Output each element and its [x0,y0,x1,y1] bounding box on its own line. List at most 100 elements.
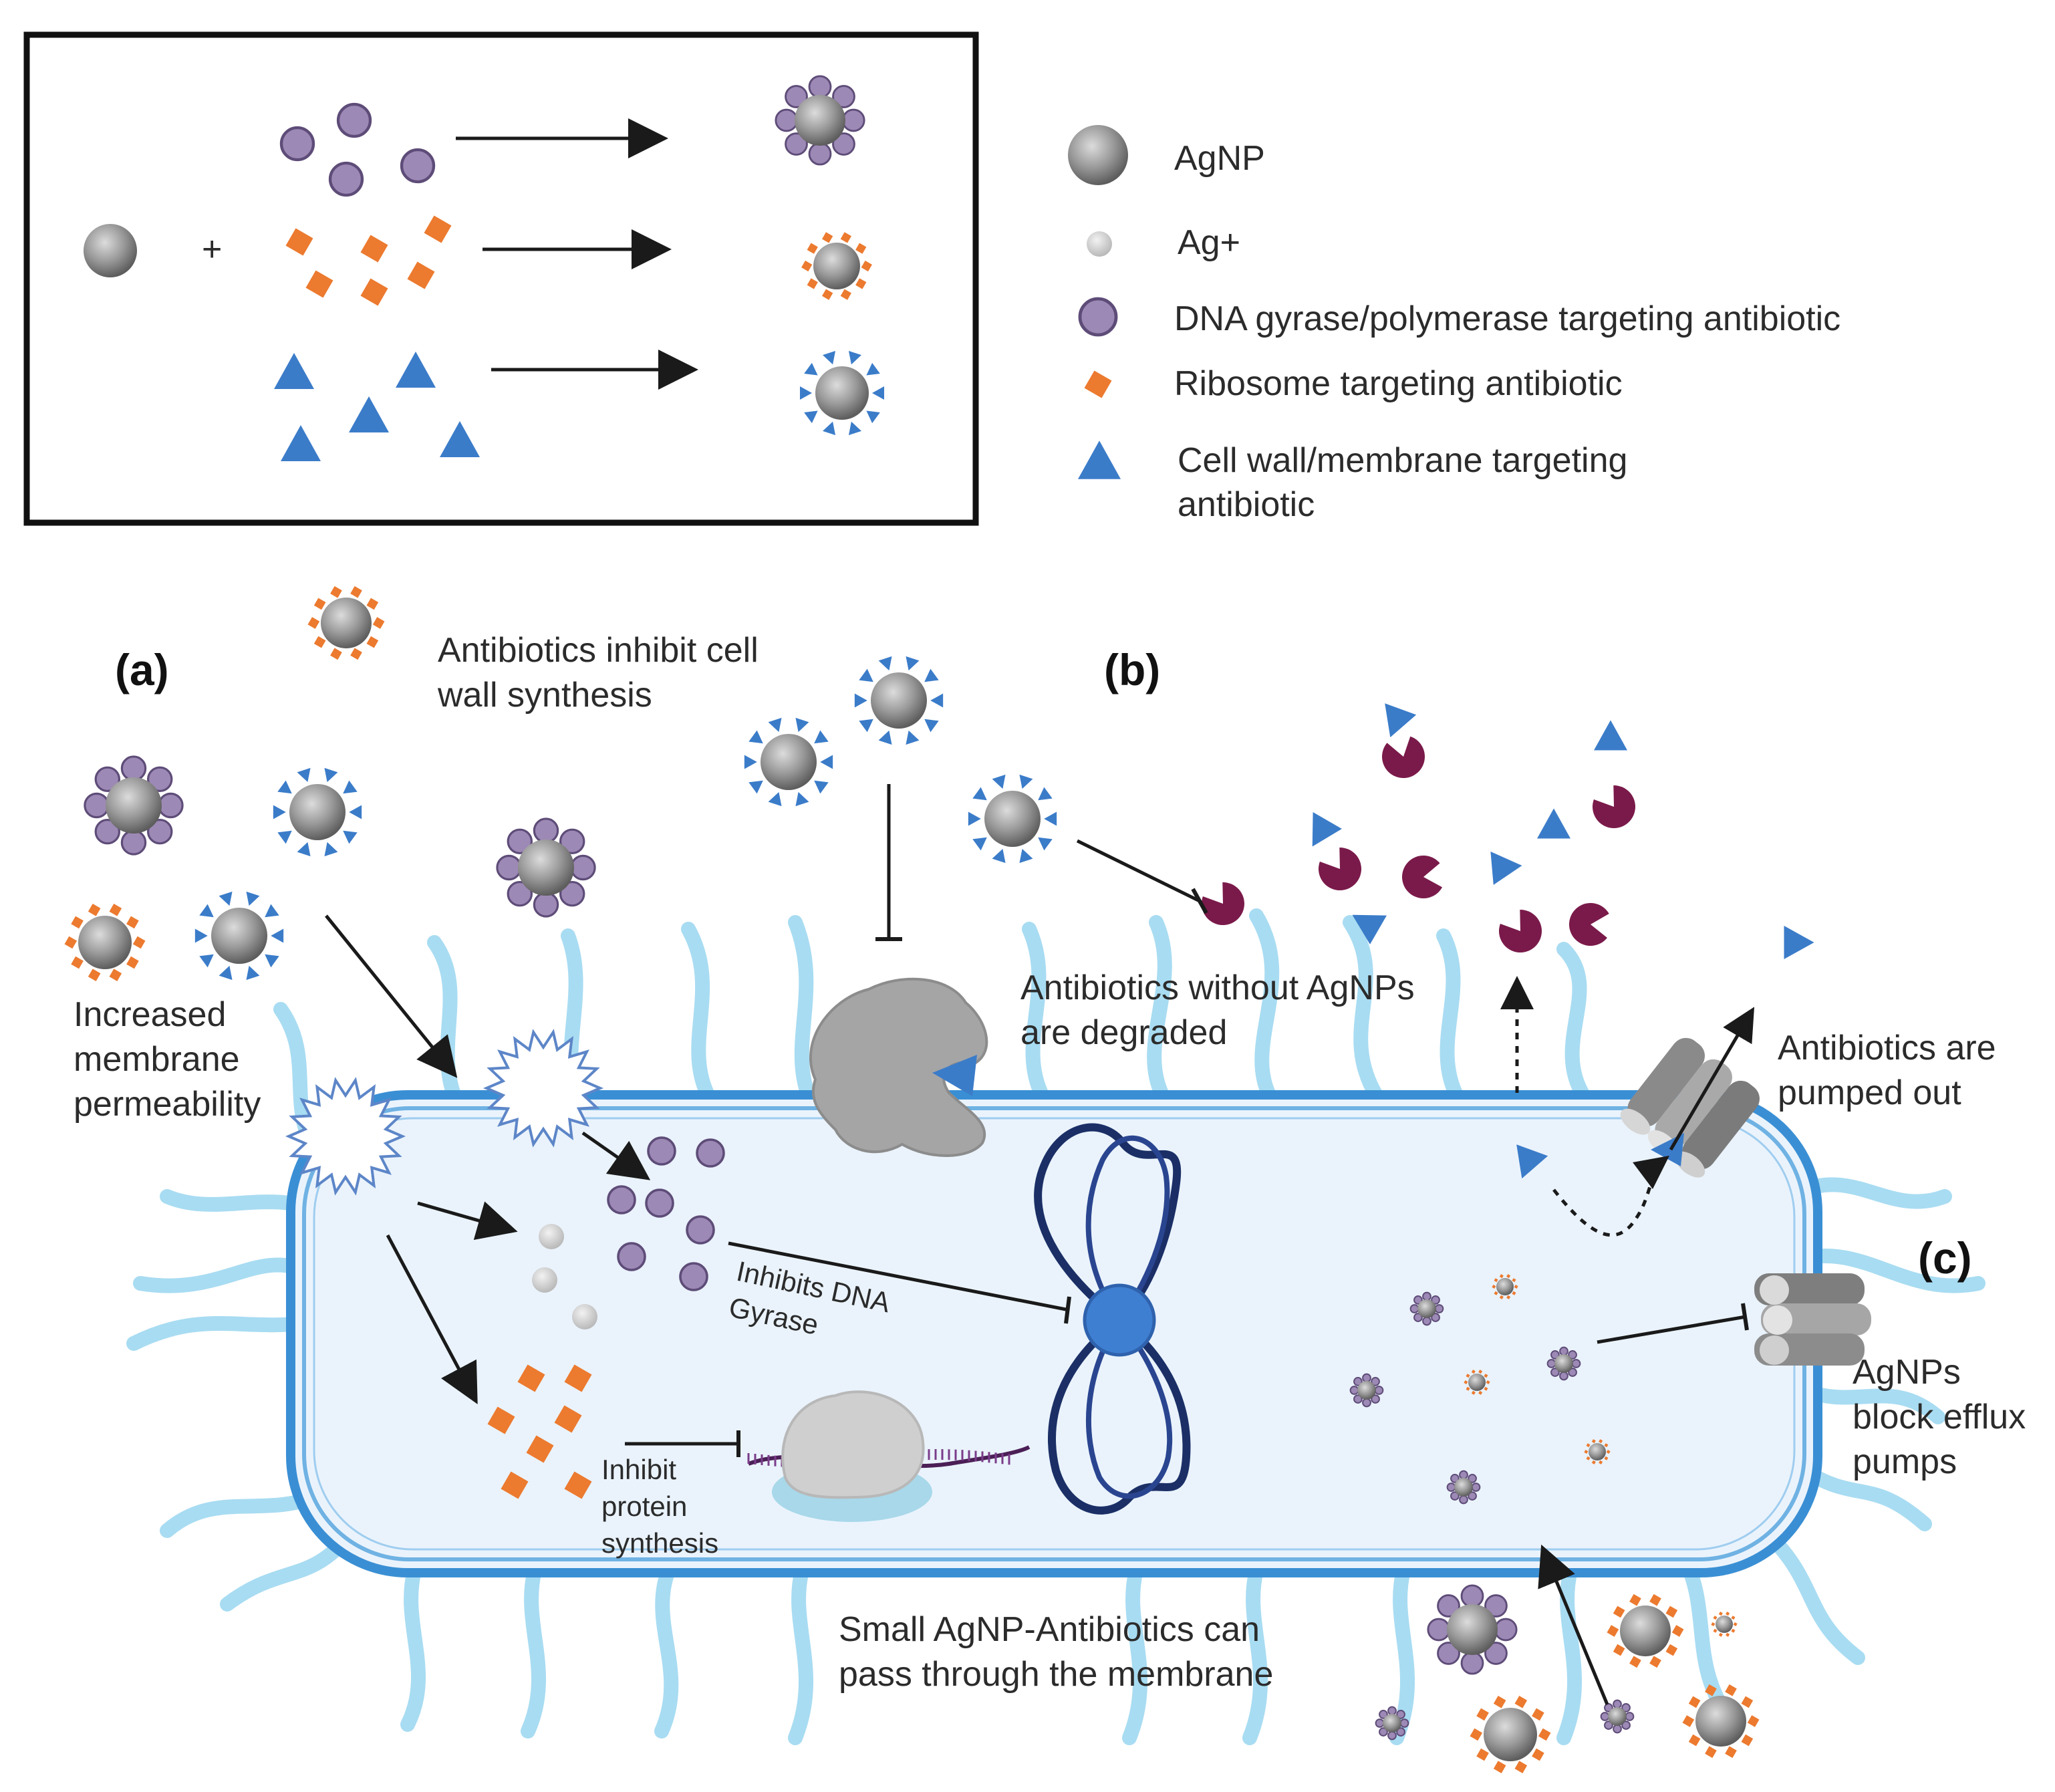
membrane-damage-bursts [285,1029,604,1196]
conjugated-dna-antibiotic [158,792,184,819]
legend-ribosome-antibiotic-icon [1084,370,1112,398]
agnp-ribosome-conjugate [1695,1696,1746,1747]
conjugated-ribosome-antibiotic [88,969,101,981]
conjugated-ribosome-antibiotic [822,232,833,243]
small-agnp-ribosome-conjugate [1589,1443,1606,1460]
legend-dna-antibiotic-icon [1078,297,1118,337]
conjugated-cellwall-antibiotic [878,730,892,745]
conjugated-ribosome-antibiotic [855,278,867,289]
cell-membrane [286,1090,1822,1577]
arrow-to-ag-ions [417,1201,518,1241]
conjugated-dna-antibiotic [1396,1727,1405,1737]
ribosome-antibiotic [564,1471,592,1499]
legend: AgNP Ag+ DNA gyrase/polymerase targeting… [1068,125,1840,524]
conjugated-ribosome-antibiotic [1591,1460,1596,1464]
conjugated-cellwall-antibiotic [219,965,233,981]
small-agnp-dna-conjugate [1608,1707,1627,1726]
conjugated-dna-antibiotic [559,880,585,907]
flagellum [1807,1249,1985,1293]
dna-antibiotic [679,1262,708,1291]
conjugated-dna-antibiotic [1396,1710,1405,1719]
conjugated-cellwall-antibiotic [820,755,833,769]
conjugated-cellwall-antibiotic [194,928,208,943]
conjugated-cellwall-antibiotic [324,842,338,857]
conjugated-ribosome-antibiotic [1470,1728,1483,1741]
conjugated-dna-antibiotic [1379,1727,1388,1737]
conjugated-dna-antibiotic [120,829,147,856]
agnp-ribosome-conjugate [321,598,372,648]
conjugated-cellwall-antibiotic [219,891,233,906]
flagellum [1797,1383,1945,1424]
conjugated-cellwall-antibiotic [930,693,944,708]
conjugated-ribosome-antibiotic [1725,1684,1737,1696]
free-antibiotic [1537,808,1570,839]
conjugated-ribosome-antibiotic [307,617,320,629]
conjugated-cellwall-antibiotic [804,410,818,424]
small-agnp-label-2: pass through the membrane [839,1655,1273,1694]
conjugated-cellwall-antibiotic [1019,774,1033,789]
pump-barrel-3 [1682,1080,1760,1170]
conjugated-ribosome-antibiotic [1464,1380,1468,1385]
pump-barrel-2 [1655,1059,1732,1148]
conjugated-ribosome-antibiotic [1471,1390,1476,1395]
dna-loop-upper-a [1034,1123,1182,1326]
legend-cellwall-antibiotic-icon [1078,440,1121,479]
permeability-label-1: Increased [74,995,226,1034]
conjugated-cellwall-antibiotic [265,954,279,968]
conjugated-cellwall-antibiotic [246,891,260,906]
enzyme-body [809,977,988,1157]
ribosome-antibiotic [564,1364,592,1392]
conjugated-ribosome-antibiotic [1629,1593,1641,1606]
efflux-label-3: pumps [1853,1442,1957,1481]
flagellum [220,1530,355,1612]
conjugated-cellwall-antibiotic [199,954,214,968]
conjugated-dna-antibiotic [1437,1594,1460,1618]
cellwall-antibiotic [349,396,389,432]
conjugated-ribosome-antibiotic [1486,1380,1490,1385]
legend-agnp-icon [1068,125,1128,185]
conjugated-dna-antibiotic [1379,1710,1388,1719]
conjugated-cellwall-antibiotic [795,717,809,733]
pumped-label-2: pumped out [1778,1073,1961,1112]
flagella [126,908,1985,1745]
trapped-antibiotic [932,1055,977,1096]
conjugated-ribosome-antibiotic [1532,1708,1544,1721]
conjugated-dna-antibiotic [1460,1651,1484,1675]
conjugated-dna-antibiotic [1422,1291,1431,1301]
conjugated-ribosome-antibiotic [109,969,122,981]
conjugated-ribosome-antibiotic [1586,1443,1591,1448]
conjugated-ribosome-antibiotic [1599,1439,1603,1444]
conjugated-ribosome-antibiotic [1604,1456,1609,1460]
dna-antibiotic [607,1185,636,1214]
dna-antibiotic [645,1188,674,1218]
conjugated-dna-antibiotic [1387,1731,1397,1741]
protein-label-2: protein [601,1491,687,1522]
conjugated-cellwall-antibiotic [814,780,829,794]
conjugated-ribosome-antibiotic [1713,1628,1718,1633]
agnp-ribosome-conjugate [1620,1606,1671,1656]
legend-ag-ion-label: Ag+ [1178,223,1240,262]
conjugated-cellwall-antibiotic [199,904,214,918]
conjugated-ribosome-antibiotic [855,243,867,254]
conjugated-cellwall-antibiotic [859,668,873,682]
conjugated-dna-antibiotic [1484,1594,1508,1618]
cellwall-antibiotic-cluster [274,352,480,461]
conjugated-cellwall-antibiotic [324,767,338,783]
conjugated-dna-antibiotic [120,755,147,781]
conjugated-cellwall-antibiotic [795,791,809,807]
conjugated-ribosome-antibiotic [1711,1622,1716,1627]
small-agnp-ribosome-conjugate [1496,1278,1514,1295]
conjugated-ribosome-antibiotic [1499,1274,1504,1279]
conjugated-dna-antibiotic [1353,1377,1363,1386]
protein-label-1: Inhibit [601,1454,676,1485]
bare-agnp [84,224,137,277]
flagellum [160,1490,321,1538]
attached-antibiotic [1385,703,1417,738]
conjugated-ribosome-antibiotic [1688,1734,1701,1747]
flagellum [1677,1550,1732,1718]
beta-lactamase-enzyme [1402,856,1443,899]
conjugated-cellwall-antibiotic [972,837,987,851]
efflux-pump-open [1620,1007,1760,1178]
agnp-cellwall-conjugate [289,784,346,840]
